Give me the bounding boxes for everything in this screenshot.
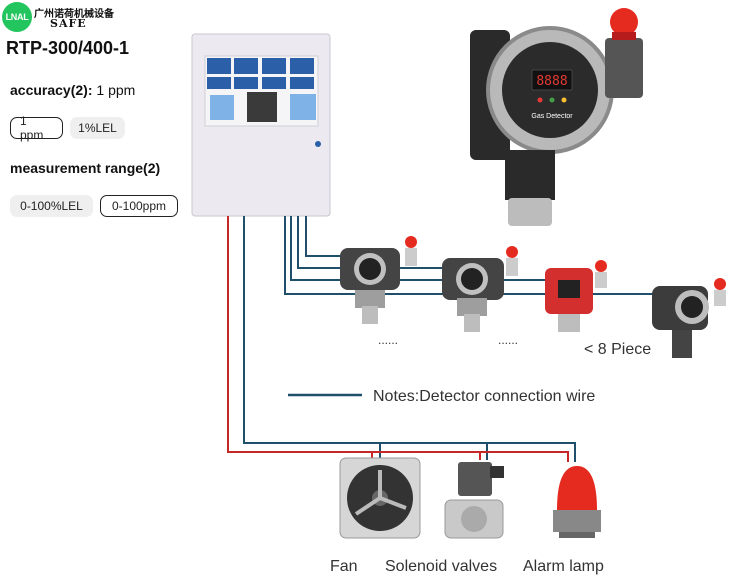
detector-display: 8888 — [536, 74, 567, 89]
small-detector-2 — [442, 246, 518, 332]
solenoid-valve-device — [444, 462, 504, 539]
small-detector-4 — [652, 278, 726, 358]
fan-device — [339, 457, 421, 539]
wiring-diagram: 8888 Gas Detector — [191, 8, 726, 575]
controller-panel — [191, 33, 331, 217]
range-label: measurement range(2) — [10, 160, 161, 176]
range-option-ppm[interactable]: 0-100ppm — [100, 195, 178, 217]
alarm-lamp-device — [553, 466, 601, 538]
accuracy-label: accuracy(2): — [10, 82, 93, 98]
brand-logo: LNAL — [2, 2, 32, 32]
range-option-label: 0-100ppm — [111, 199, 167, 213]
small-detector-3 — [545, 260, 607, 332]
range-option-label: 0-100%LEL — [20, 199, 83, 213]
dots-1: ...... — [378, 333, 398, 347]
gas-detector-device: 8888 Gas Detector — [470, 8, 643, 226]
caption-alarm: Alarm lamp — [523, 558, 604, 575]
caption-fan: Fan — [330, 558, 358, 575]
note-text: Notes:Detector connection wire — [373, 388, 595, 405]
product-title: RTP-300/400-1 — [6, 38, 130, 58]
brand-name-cn: 广州诺荷机械设备 — [34, 9, 114, 20]
brand-name-en: SAFE — [50, 17, 87, 30]
connection-wires — [227, 216, 660, 462]
dots-2: ...... — [498, 333, 518, 347]
small-detector-1 — [340, 236, 417, 324]
accuracy-heading: accuracy(2): 1 ppm — [10, 82, 135, 98]
range-option-lel[interactable]: 0-100%LEL — [10, 195, 93, 217]
accuracy-option-label: 1 ppm — [20, 114, 44, 142]
accuracy-option-lel[interactable]: 1%LEL — [70, 117, 125, 139]
accuracy-value: 1 ppm — [96, 82, 136, 98]
detector-label: Gas Detector — [531, 113, 573, 120]
accuracy-option-1ppm[interactable]: 1 ppm — [10, 114, 63, 142]
piece-label: < 8 Piece — [584, 341, 651, 358]
caption-solenoid: Solenoid valves — [385, 558, 497, 575]
brand-badge-text: LNAL — [5, 12, 29, 22]
accuracy-option-label: 1%LEL — [78, 121, 117, 135]
